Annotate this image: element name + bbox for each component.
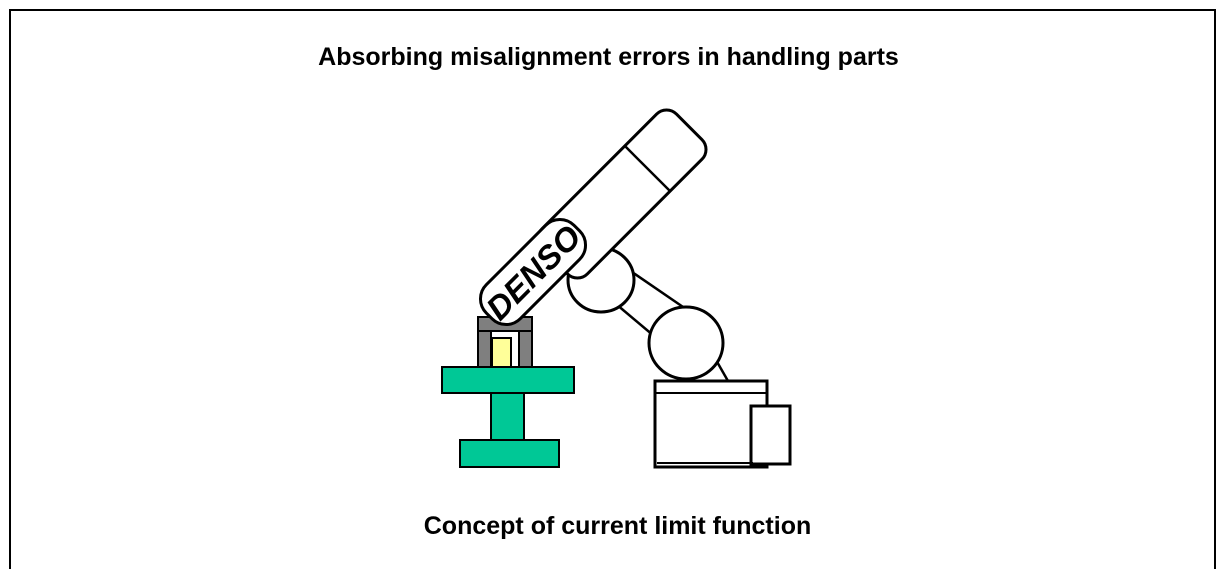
stand-top-plate — [441, 366, 575, 394]
forearm-logo-segment — [478, 217, 588, 327]
diagram-caption: Concept of current limit function — [423, 512, 812, 540]
lower-link-line-b — [615, 303, 655, 337]
gripped-part — [491, 337, 512, 368]
work-stand — [441, 366, 575, 468]
gripper-finger-left — [477, 330, 492, 368]
diagram-title: Absorbing misalignment errors in handlin… — [318, 43, 899, 71]
diagram-frame — [9, 9, 1216, 569]
robot-controller-box — [749, 404, 792, 466]
gripper-finger-right — [518, 330, 533, 368]
lower-link-line-a — [631, 270, 687, 311]
lower-arm — [566, 246, 730, 382]
robot-base — [653, 379, 792, 469]
stand-base-plate — [459, 439, 560, 468]
stand-column — [490, 392, 525, 441]
robot-base-body — [653, 379, 769, 469]
upper-arm-divider — [623, 145, 671, 193]
lower-joint — [647, 305, 725, 381]
